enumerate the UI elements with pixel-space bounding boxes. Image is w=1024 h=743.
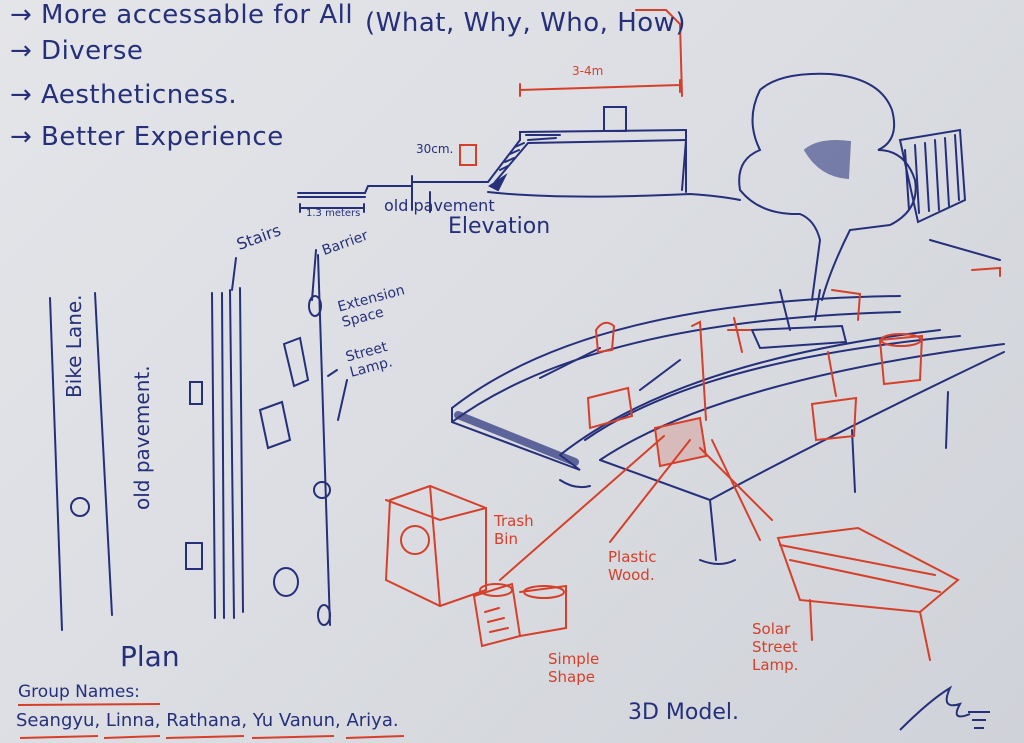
group-name: Ariya [346,710,393,731]
solar-lamp-label: Solar Street Lamp. [752,620,799,674]
tree-sketch [738,72,967,301]
elevation-drawing [297,106,741,213]
questions-text: (What, Why, Who, How) [365,8,687,38]
group-names-list: Seangyu, Linna, Rathana, Yu Vanun, Ariya… [16,710,399,731]
trash-bin-label: Trash Bin [494,512,534,548]
dim-width-label: 3-4m [572,64,604,78]
plastic-wood-label: Plastic Wood. [608,548,657,584]
name-underlines [17,703,405,739]
model-drawing [451,239,1005,565]
goal-experience: → Better Experience [10,122,284,152]
signature [899,685,990,731]
simple-shape-label: Simple Shape [548,650,600,686]
group-name: Yu Vanun [252,710,335,731]
red-details [384,9,1001,661]
bike-lane-label: Bike Lane. [62,294,86,398]
goal-aesthetic: → Aestheticness. [10,80,238,110]
plan-drawing [49,249,348,631]
dim-height-label: 30cm. [416,142,454,156]
group-name: Seangyu [16,710,95,731]
group-name: Rathana [166,710,242,731]
elevation-pavement-label: old pavement [384,196,495,215]
plan-old-pavement-label: old pavement. [130,365,154,510]
goal-diverse: → Diverse [10,36,144,66]
plan-title: Plan [120,640,180,673]
goal-accessible: → More accessable for All [10,0,354,30]
group-name: Linna [105,710,155,731]
dim-pavement-label: 1.3 meters [306,208,361,219]
group-names-label: Group Names: [18,682,140,702]
model-title: 3D Model. [628,700,739,725]
elevation-title: Elevation [448,214,551,239]
